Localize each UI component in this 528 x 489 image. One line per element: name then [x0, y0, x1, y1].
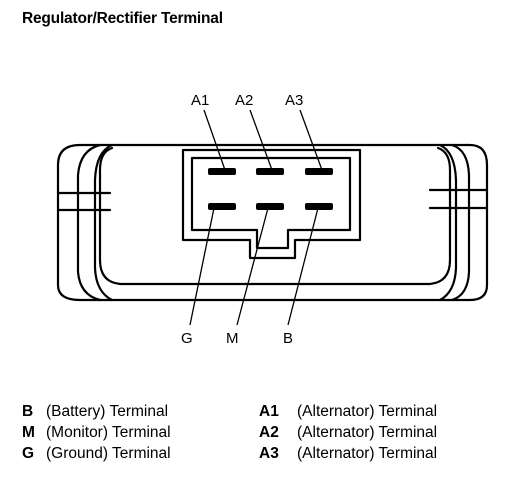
- pin-g: [208, 203, 236, 210]
- legend-row: M (Monitor) Terminal: [22, 422, 171, 443]
- legend-right: A1 (Alternator) Terminal A2 (Alternator) T…: [259, 401, 437, 464]
- pin-a3: [305, 168, 333, 175]
- leader-m: [236, 207, 269, 326]
- pin-a2: [256, 168, 284, 175]
- legend-row: G (Ground) Terminal: [22, 443, 171, 464]
- label-m: M: [226, 330, 239, 347]
- connector-housing: [181, 148, 362, 260]
- legend-code: B: [22, 403, 34, 420]
- legend-code: A3: [259, 445, 279, 462]
- legend-row: A3 (Alternator) Terminal: [259, 443, 437, 464]
- legend-code: M: [22, 424, 35, 441]
- legend-code: A1: [259, 403, 279, 420]
- label-a1: A1: [191, 92, 209, 109]
- legend-desc: (Alternator) Terminal: [297, 424, 438, 441]
- regulator-rectifier-drawing: A1 A2 A3 G M B: [56, 92, 489, 347]
- pin-a1: [208, 168, 236, 175]
- left-end-cap: [76, 143, 102, 302]
- legend-desc: (Alternator) Terminal: [297, 445, 438, 462]
- terminal-pins: [208, 168, 333, 210]
- left-mount-slot: [56, 191, 112, 212]
- right-end-cap: [450, 143, 471, 302]
- leader-a3: [299, 109, 323, 171]
- leader-a1: [203, 109, 226, 171]
- legend-desc: (Monitor) Terminal: [46, 424, 171, 441]
- legend-row: B (Battery) Terminal: [22, 401, 171, 422]
- legend-code: A2: [259, 424, 279, 441]
- leader-a2: [249, 109, 273, 171]
- legend-code: G: [22, 445, 35, 462]
- label-g: G: [181, 330, 193, 347]
- inner-panel: [98, 146, 452, 286]
- legend-desc: (Alternator) Terminal: [297, 403, 438, 420]
- pin-b: [305, 203, 333, 210]
- label-a2: A2: [235, 92, 253, 109]
- leader-b: [287, 207, 319, 326]
- legend-left: B(Battery) Terminal M(Monitor) Terminal …: [22, 401, 171, 464]
- label-b: B: [283, 330, 293, 347]
- leader-g: [189, 207, 215, 326]
- diagram-title: Regulator/Rectifier Terminal: [22, 10, 223, 27]
- legend-row: A2 (Alternator) Terminal: [259, 422, 437, 443]
- pin-m: [256, 203, 284, 210]
- legend-desc: (Battery) Terminal: [46, 403, 169, 420]
- label-a3: A3: [285, 92, 303, 109]
- right-mount-slot: [428, 188, 489, 210]
- legend-desc: (Ground) Terminal: [46, 445, 171, 462]
- connector-inner: [190, 156, 352, 250]
- housing-outline: [56, 143, 489, 302]
- legend-row: A1 (Alternator) Terminal: [259, 401, 437, 422]
